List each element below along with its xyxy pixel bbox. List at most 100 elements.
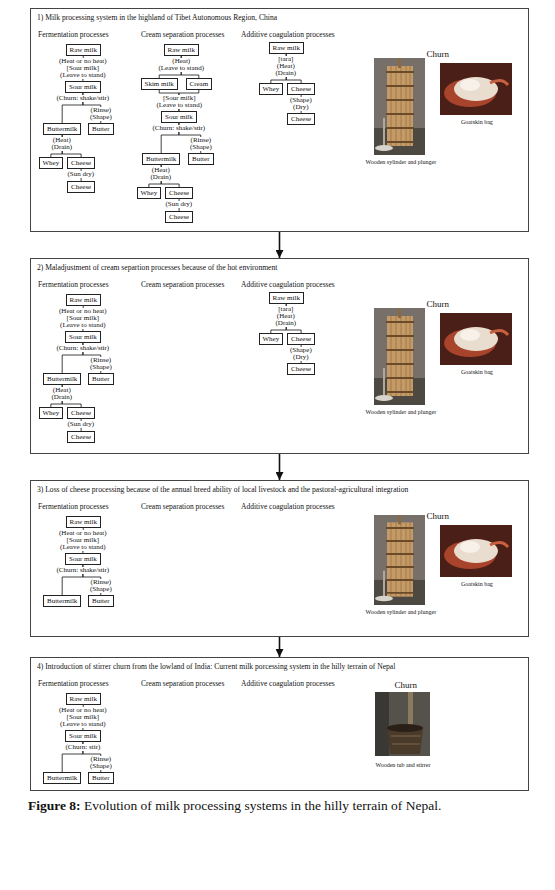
step-label-line: (Heat) (52, 387, 73, 394)
process-box: Raw milk (66, 44, 101, 56)
photo-caption: Goatskin bag (461, 581, 493, 588)
step-label-line: (Dry) (290, 104, 312, 111)
column-heading: Additive coagulation processes (241, 680, 335, 689)
box-text: Raw milk (70, 296, 97, 304)
box-text: Buttermilk (47, 774, 77, 782)
stage-panel: 3) Loss of cheese processing because of … (30, 480, 529, 637)
box-text: Raw milk (70, 695, 97, 703)
process-box: Sour milk (65, 553, 101, 565)
step-label: [tara] (Heat) (Drain) (275, 306, 298, 327)
panel-heading: 4) Introduction of stirrer churn from th… (37, 662, 522, 671)
step-label-line: (Shape) (190, 144, 212, 151)
box-text: Cheese (71, 159, 91, 167)
process-box: Cheese (287, 113, 315, 125)
churn-heading: Churn (395, 680, 418, 690)
box-text: Sour milk (69, 732, 97, 740)
column-heading: Fermentation processes (38, 281, 109, 290)
column-heading: Cream separation processes (141, 680, 224, 689)
stage-arrow (279, 637, 281, 657)
churn-photo (440, 63, 512, 115)
photo-caption: Wooden sylinder and plunger (366, 409, 437, 416)
step-label-line: (Rinse) (190, 137, 212, 144)
box-text: Butter (92, 597, 110, 605)
process-box: Butter (88, 123, 114, 135)
figure-caption: Figure 8: Evolution of milk processing s… (28, 797, 533, 814)
step-label: (Rinse) (Shape) (89, 107, 113, 121)
box-text: Butter (92, 375, 110, 383)
step-label: (Churn: shake/stir) (56, 345, 111, 352)
step-label-line: (Drain) (151, 174, 172, 181)
step-label-line: [Sour milk] (59, 315, 107, 322)
column-heading: Cream separation processes (141, 31, 224, 40)
churn-photo (440, 313, 512, 365)
column-heading: Additive coagulation processes (241, 31, 335, 40)
step-label-line: (Sun dry) (68, 171, 95, 178)
box-text: Whey (263, 85, 280, 93)
column-heading: Cream separation processes (141, 281, 224, 290)
step-label: [Sour milk] (Leave to stand) (156, 95, 203, 109)
box-text: Butter (92, 774, 110, 782)
process-box: Whey (259, 83, 284, 95)
step-label: (Heat or no heat) [Sour milk] (Leave to … (58, 530, 108, 551)
stage-arrow (279, 232, 281, 258)
step-label-line: (Heat) (151, 167, 172, 174)
box-text: Cheese (71, 409, 91, 417)
box-text: Cheese (291, 115, 311, 123)
box-text: Whey (141, 189, 158, 197)
box-text: Whey (43, 409, 60, 417)
step-label-line: (Heat) (276, 313, 297, 320)
box-text: Raw milk (70, 46, 97, 54)
panel-heading: 3) Loss of cheese processing because of … (37, 485, 522, 494)
process-box: Whey (137, 187, 162, 199)
step-label: (Shape) (Dry) (289, 347, 313, 361)
process-box: Sour milk (65, 730, 101, 742)
box-text: Cheese (71, 183, 91, 191)
process-box: Butter (88, 772, 114, 784)
step-label: (Heat) (Drain) (51, 387, 74, 401)
column-heading: Cream separation processes (141, 503, 224, 512)
step-label-line: (Leave to stand) (59, 544, 107, 551)
process-box: Cheese (67, 181, 95, 193)
step-label: (Heat) (Drain) (150, 167, 173, 181)
process-box: Cheese (67, 157, 95, 169)
step-label-line: (Rinse) (90, 107, 112, 114)
step-label-line: [tara] (276, 306, 297, 313)
step-label-line: (Heat) (159, 58, 204, 65)
step-label-line: (Sun dry) (68, 421, 95, 428)
step-label: (Heat) (Drain) (51, 137, 74, 151)
step-label-line: (Sun dry) (166, 201, 193, 208)
box-text: Skim milk (145, 80, 174, 88)
process-box: Cheese (287, 363, 315, 375)
box-text: Whey (43, 159, 60, 167)
column-heading: Additive coagulation processes (241, 503, 335, 512)
step-label-line: [Sour milk] (59, 714, 107, 721)
box-text: Raw milk (70, 518, 97, 526)
process-box: Butter (188, 153, 214, 165)
step-label-line: (Heat or no heat) (59, 707, 107, 714)
step-label: (Rinse) (Shape) (89, 579, 113, 593)
step-label-line: (Churn: shake/stir) (57, 345, 110, 352)
box-text: Cheese (71, 433, 91, 441)
process-box: Buttermilk (43, 373, 81, 385)
step-label: (Churn: shake/stir) (56, 95, 111, 102)
box-text: Buttermilk (146, 155, 176, 163)
step-label-line: (Leave to stand) (159, 65, 204, 72)
step-label: (Rinse) (Shape) (189, 137, 213, 151)
box-text: Sour milk (69, 333, 97, 341)
step-label: (Heat or no heat) [Sour milk] (Leave to … (58, 308, 108, 329)
step-label-line: (Shape) (90, 364, 112, 371)
step-label-line: (Leave to stand) (59, 721, 107, 728)
process-box: Buttermilk (43, 772, 81, 784)
process-box: Buttermilk (43, 595, 81, 607)
step-label-line: (Drain) (52, 394, 73, 401)
box-text: Whey (263, 335, 280, 343)
step-label-line: (Dry) (290, 354, 312, 361)
process-box: Raw milk (269, 292, 304, 304)
box-text: Cream (190, 80, 209, 88)
panel-heading: 1) Milk processing system in the highlan… (37, 13, 522, 22)
step-label-line: (Churn: shake/stir) (57, 95, 110, 102)
box-text: Cheese (291, 85, 311, 93)
process-box: Sour milk (65, 81, 101, 93)
